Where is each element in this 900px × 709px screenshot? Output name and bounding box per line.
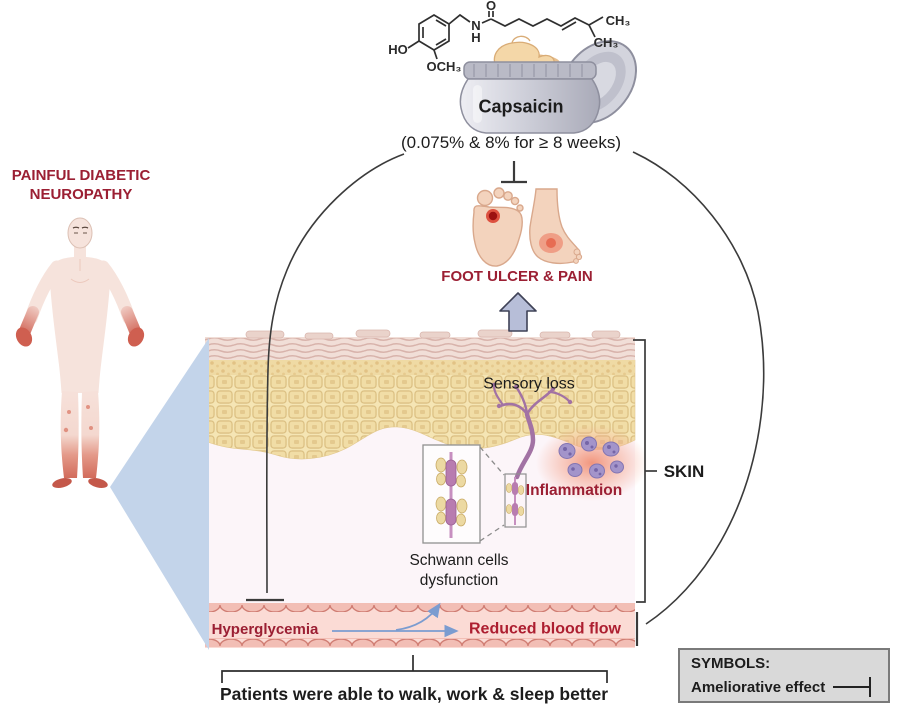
ulcer-spot-inner <box>488 211 498 221</box>
right-arc <box>632 151 765 625</box>
inflammation-label: Inflammation <box>525 481 623 499</box>
symbols-legend-box: SYMBOLS: Ameliorative effect <box>678 648 890 703</box>
red-foot-left <box>52 478 72 488</box>
red-foot-right <box>88 478 108 488</box>
dose-label: (0.075% & 8% for ≥ 8 weeks) <box>400 133 622 153</box>
inhibition-symbol-bar <box>869 677 872 697</box>
capsaicin-molecule <box>407 11 604 60</box>
arrow-to-schwann-dysfunction <box>395 602 441 631</box>
condition-title-line1: PAINFUL DIABETIC <box>11 167 151 185</box>
hyperglycemia-label: Hyperglycemia <box>211 621 319 639</box>
symbols-title: SYMBOLS: <box>691 655 771 672</box>
red-hand-right <box>127 327 145 347</box>
molecule-och3-label: OCH₃ <box>426 59 462 75</box>
outcome-label: Patients were able to walk, work & sleep… <box>219 683 609 704</box>
schwann-cell-inset <box>422 444 527 544</box>
capsaicin-jar <box>459 35 637 134</box>
foot-sole-illustration <box>472 187 524 267</box>
jar-label: Capsaicin <box>478 96 564 117</box>
schwann-label-line1: Schwann cells <box>409 551 509 569</box>
molecule-h-label: H <box>471 30 481 46</box>
molecule-ho-label: HO <box>388 42 408 58</box>
molecule-o-label: O <box>485 0 497 14</box>
foot-side-illustration <box>529 188 583 265</box>
ameliorative-effect-label: Ameliorative effect <box>691 678 826 696</box>
blood-vessel <box>205 603 635 648</box>
outcome-bracket <box>221 655 608 683</box>
molecule-ch3-top-label: CH₃ <box>605 13 631 29</box>
reduced-blood-flow-label: Reduced blood flow <box>469 620 621 638</box>
inhibition-symbol-line <box>833 686 870 688</box>
molecule-ch3-bottom-label: CH₃ <box>593 35 619 51</box>
granular-layer <box>205 359 635 375</box>
foot-ulcer-pain-label: FOOT ULCER & PAIN <box>441 268 593 286</box>
jar-body <box>459 78 601 134</box>
red-hand-left <box>15 327 33 347</box>
skin-bracket <box>633 339 657 603</box>
ameliorative-arcs <box>246 151 765 646</box>
molecule-n-label: N <box>471 18 481 34</box>
nerve-fiber <box>491 382 573 480</box>
skin-bracket-label: SKIN <box>663 462 705 482</box>
causal-arrows <box>332 602 459 638</box>
up-block-arrow <box>499 292 537 332</box>
skin-cross-section <box>204 329 648 648</box>
zoom-wedge <box>110 338 209 650</box>
inflammation-cluster <box>536 425 648 501</box>
condition-title-line2: NEUROPATHY <box>29 186 133 204</box>
schwann-label-line2: dysfunction <box>419 571 499 589</box>
patient-body-illustration <box>15 217 145 488</box>
left-arc <box>265 153 405 594</box>
sensory-loss-label: Sensory loss <box>483 375 575 393</box>
corneum-flakes <box>245 329 621 340</box>
